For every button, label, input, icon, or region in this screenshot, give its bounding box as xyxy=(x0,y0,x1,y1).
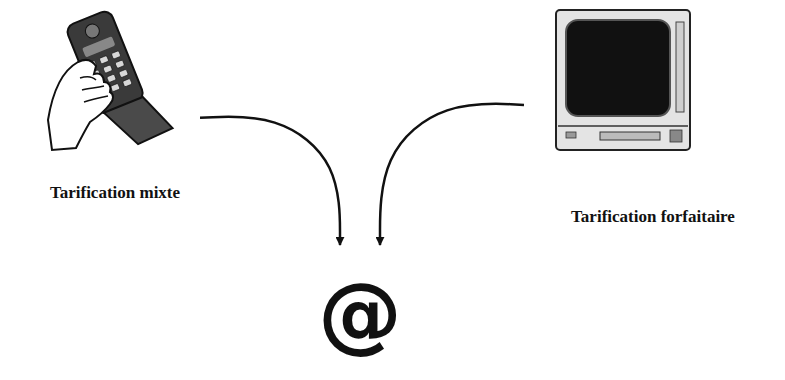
curved-arrow xyxy=(200,117,340,245)
at-symbol: @ xyxy=(318,271,402,355)
phone-node: Tarification mixte xyxy=(30,5,200,203)
tariff-label: Tarification mixte xyxy=(50,183,180,203)
tariff-label: Tarification forfaitaire xyxy=(571,207,735,227)
at-symbol-node: @ xyxy=(305,245,415,355)
curved-arrow xyxy=(380,104,524,245)
tv-illustration xyxy=(556,10,690,150)
phone-illustration xyxy=(48,4,173,153)
tv-node: Tarification forfaitaire xyxy=(524,5,782,227)
